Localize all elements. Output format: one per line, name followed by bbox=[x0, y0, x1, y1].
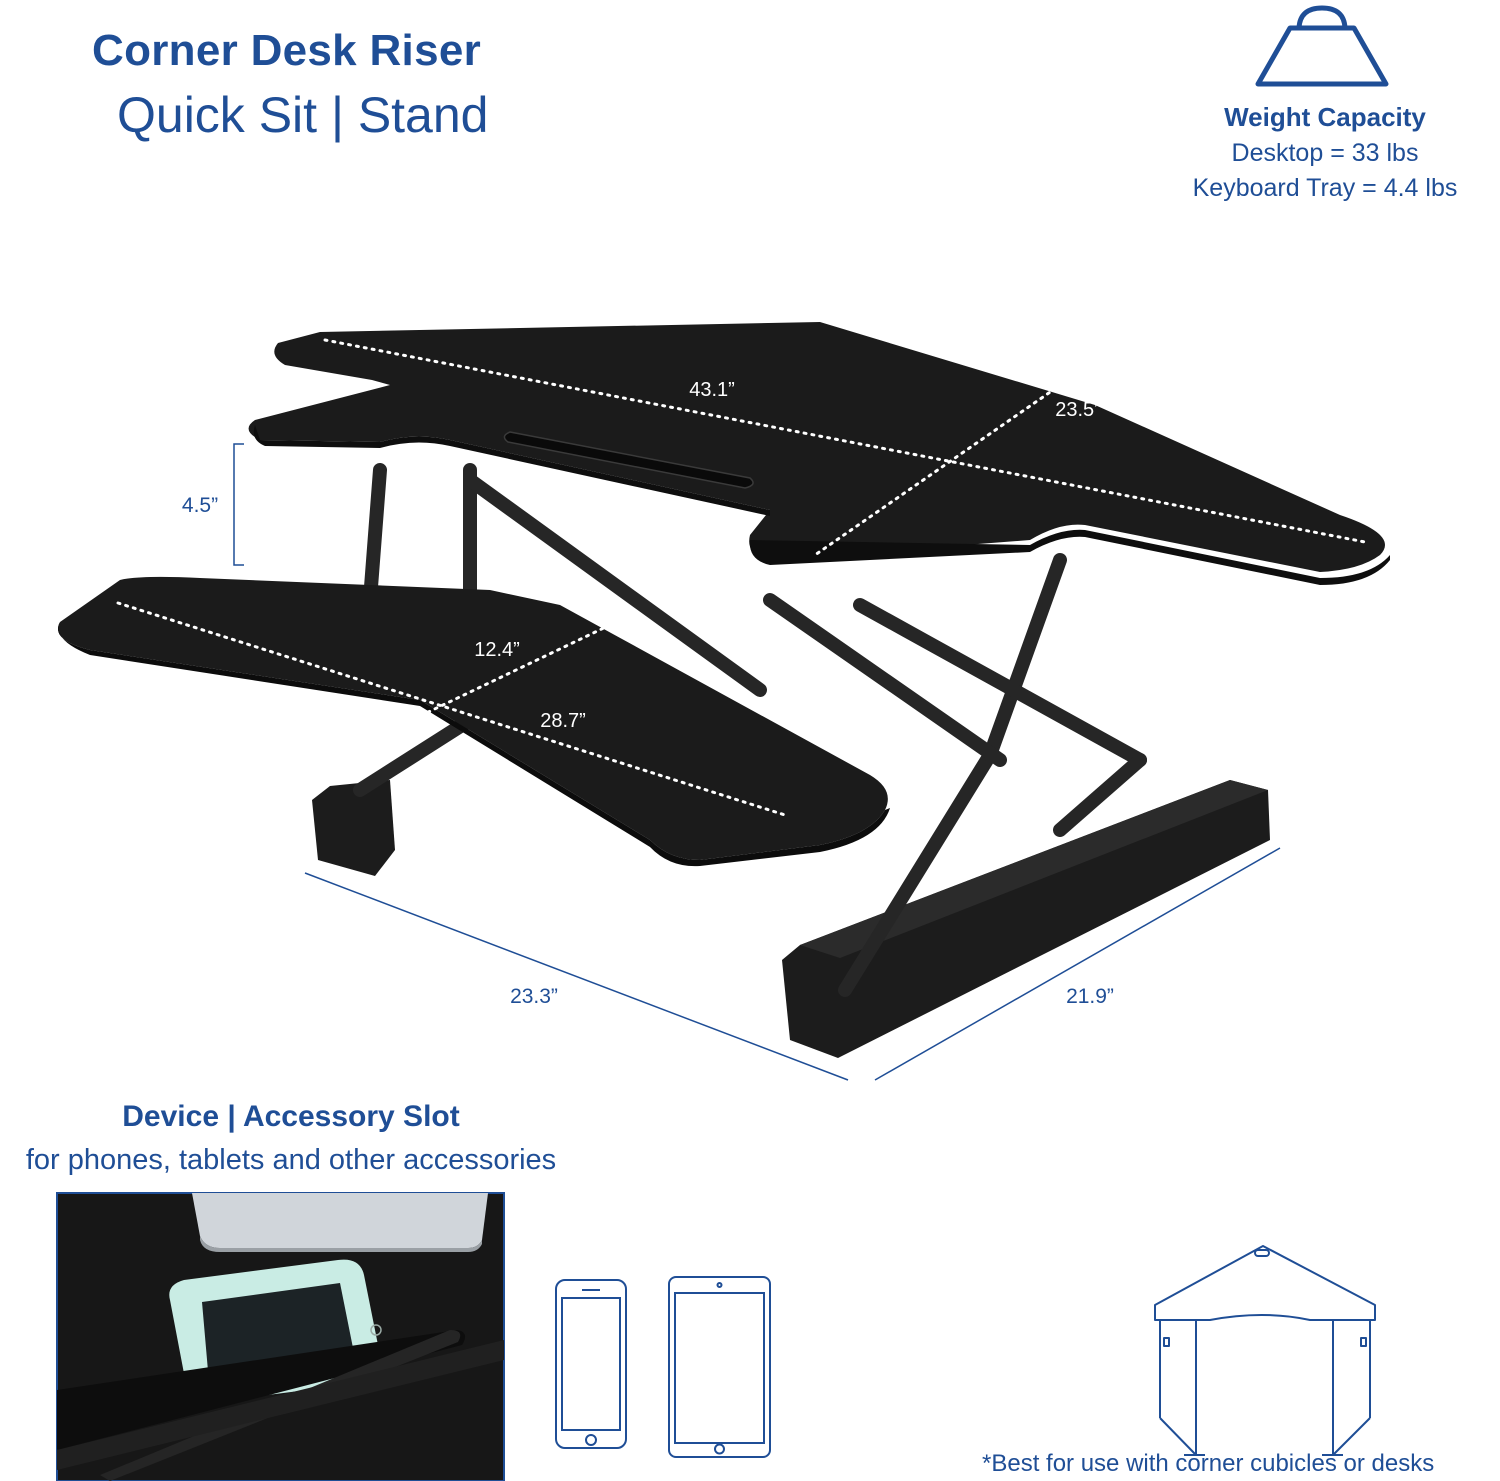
accessory-slot-subtitle: for phones, tablets and other accessorie… bbox=[25, 1144, 557, 1176]
keyboard-tray-capacity: Keyboard Tray = 4.4 lbs bbox=[1192, 174, 1458, 202]
base-right bbox=[782, 780, 1270, 1058]
page-title: Corner Desk Riser bbox=[92, 26, 482, 75]
base-left bbox=[312, 780, 395, 876]
weight-capacity: Weight Capacity Desktop = 33 lbs Keyboar… bbox=[1160, 98, 1490, 206]
scissor-legs bbox=[353, 463, 1147, 997]
base-left-label: 23.3” bbox=[510, 985, 558, 1008]
height-label: 4.5” bbox=[182, 494, 218, 517]
desktop-capacity: Desktop = 33 lbs bbox=[1231, 139, 1419, 167]
desktop-surface bbox=[248, 322, 1386, 572]
measure-lines bbox=[116, 338, 1367, 817]
base-right-label: 21.9” bbox=[1066, 985, 1114, 1008]
height-bracket bbox=[233, 443, 244, 566]
weight-capacity-title: Weight Capacity bbox=[1224, 102, 1426, 132]
base-dimension-lines bbox=[304, 847, 1281, 1081]
footnote: *Best for use with corner cubicles or de… bbox=[982, 1450, 1435, 1477]
keyboard-width-label: 28.7” bbox=[540, 710, 586, 732]
device-slot bbox=[503, 431, 754, 489]
accessory-slot-title: Device | Accessory Slot bbox=[122, 1100, 460, 1133]
desktop-width-label: 43.1” bbox=[689, 379, 735, 401]
desktop-depth-label: 23.5” bbox=[1055, 399, 1101, 421]
keyboard-depth-label: 12.4” bbox=[474, 639, 520, 661]
page-subtitle: Quick Sit | Stand bbox=[117, 87, 489, 143]
keyboard-tray bbox=[58, 576, 888, 860]
